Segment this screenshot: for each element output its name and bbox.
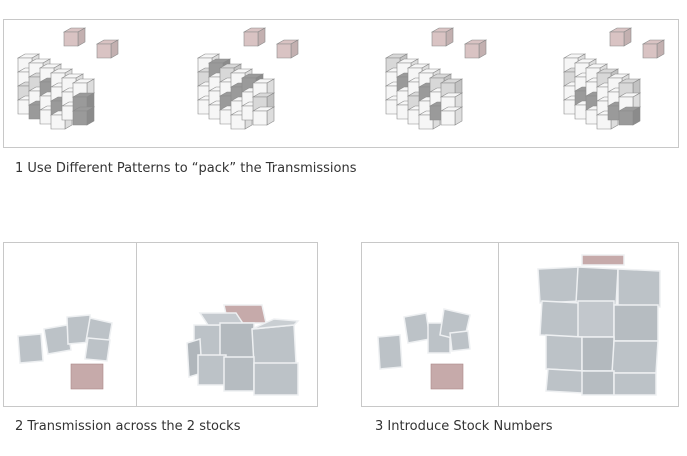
cube-stack-pattern-1: [16, 27, 120, 130]
caption-fig2: 2 Transmission across the 2 stocks: [15, 419, 241, 434]
transmission-panel: [3, 242, 318, 407]
cube-stack-pattern-4: [562, 27, 666, 130]
stock-numbers-illustration: [377, 254, 661, 396]
cube-stack-pattern-2: [196, 27, 300, 130]
panel-divider: [136, 243, 137, 406]
cube-patterns-illustration: [16, 27, 666, 130]
tall-cube-tower: [537, 254, 661, 396]
caption-fig3: 3 Introduce Stock Numbers: [375, 419, 553, 434]
pattern-panel: [3, 19, 679, 148]
scattered-cards: [17, 314, 113, 390]
caption-fig1: 1 Use Different Patterns to “pack” the T…: [15, 161, 357, 176]
cube-cluster: [186, 304, 300, 396]
transmission-illustration: [17, 304, 300, 396]
stock-numbers-panel: [361, 242, 679, 407]
scattered-cards: [377, 308, 471, 390]
cube-stack-pattern-3: [384, 27, 488, 130]
panel-divider: [498, 243, 499, 406]
